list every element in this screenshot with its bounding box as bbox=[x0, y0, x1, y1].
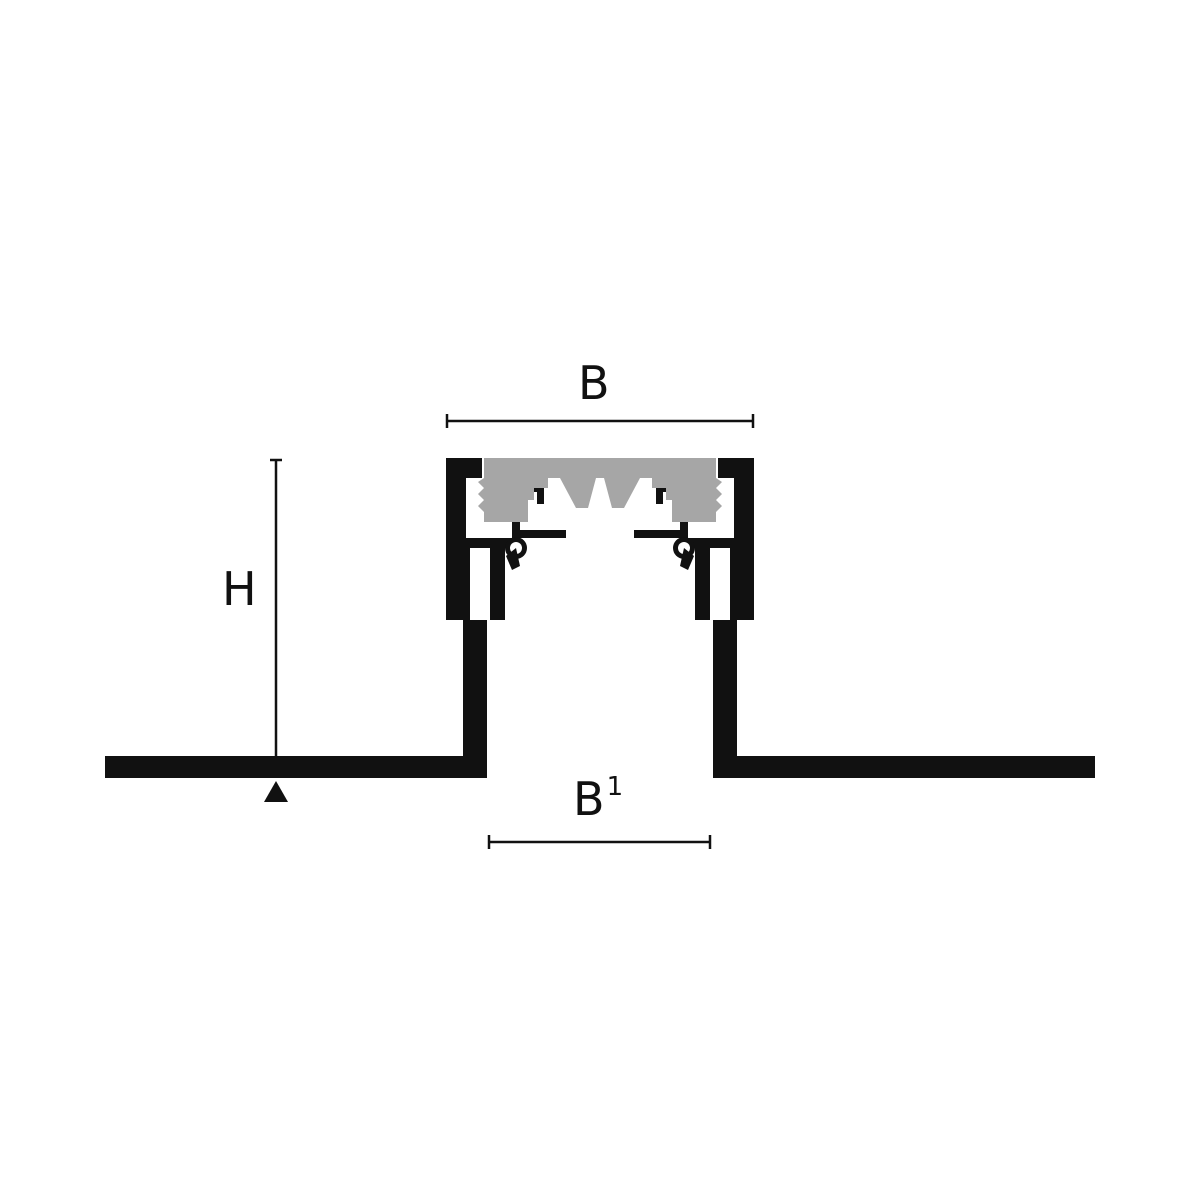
dimension-line-b1 bbox=[487, 835, 712, 849]
dimension-label-b1: B1 bbox=[573, 774, 623, 822]
dimension-label-b1-sup: 1 bbox=[606, 771, 624, 802]
triangle-up-icon bbox=[264, 781, 288, 802]
left-ball-joint bbox=[505, 537, 527, 570]
dimension-label-b: B bbox=[578, 356, 610, 410]
dimension-label-h: H bbox=[222, 562, 257, 616]
elastomer-insert bbox=[478, 458, 722, 522]
right-ball-joint bbox=[673, 537, 695, 570]
dimension-line-b bbox=[445, 414, 755, 428]
dimension-line-h bbox=[270, 458, 282, 756]
right-base-profile bbox=[713, 620, 1095, 778]
dimension-label-b1-base: B bbox=[573, 772, 605, 826]
left-base-profile bbox=[105, 620, 487, 778]
